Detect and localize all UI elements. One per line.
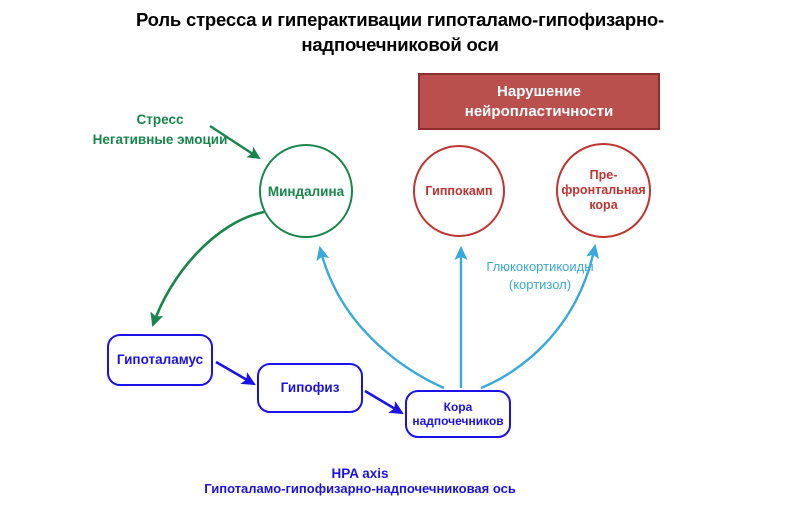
node-hippocampus: Гиппокамп [413, 145, 505, 237]
arrow-stress-to-amygdala [209, 124, 261, 160]
page-title-line-2: надпочечниковой оси [301, 33, 499, 55]
node-adrenal-line-1: Кора [443, 399, 473, 414]
node-amygdala: Миндалина [259, 144, 353, 238]
node-prefrontal-line-1: Пре- [589, 168, 618, 182]
arrow-hypothalamus-to-pituitary [215, 360, 256, 386]
label-stress: Стресс Негативные эмоции [62, 110, 258, 149]
label-glucocorticoids-line-1: Глюкокортикоиды [486, 259, 594, 274]
node-hippocampus-label: Гиппокамп [425, 183, 493, 198]
label-stress-line-2: Негативные эмоции [92, 131, 228, 147]
label-glucocorticoids: Глюкокортикоиды (кортизол) [460, 258, 620, 293]
caption-subtitle: Гипоталамо-гипофизарно-надпочечниковая о… [204, 481, 516, 496]
caption-hpa-axis: HPA axis Гипоталамо-гипофизарно-надпочеч… [60, 466, 660, 496]
page-title: Роль стресса и гиперактивации гипоталамо… [80, 8, 720, 58]
label-glucocorticoids-line-2: (кортизол) [508, 276, 572, 292]
arrow-pituitary-to-adrenal [364, 389, 404, 415]
page-title-line-1: Роль стресса и гиперактивации гипоталамо… [136, 9, 664, 30]
arrow-amygdala-to-hypothalamus [150, 210, 265, 327]
node-prefrontal-line-2: фронтальная [561, 183, 646, 197]
node-adrenal-line-2: надпочечников [412, 414, 504, 428]
alert-box-line-1: Нарушение [497, 83, 581, 100]
arrow-adrenal-to-amygdala [316, 245, 445, 390]
alert-box-line-2: нейропластичности [464, 102, 614, 120]
node-prefrontal-line-3: кора [589, 198, 618, 212]
node-hypothalamus-label: Гипоталамус [116, 351, 204, 367]
node-pituitary-label: Гипофиз [280, 379, 340, 395]
alert-box-neuroplasticity: Нарушение нейропластичности [418, 73, 660, 130]
label-stress-line-1: Стресс [136, 112, 184, 127]
node-prefrontal-cortex: Пре- фронтальная кора [556, 143, 651, 238]
arrow-adrenal-to-prefrontal [480, 243, 600, 390]
node-pituitary: Гипофиз [257, 363, 363, 413]
node-amygdala-label: Миндалина [267, 183, 345, 199]
node-hypothalamus: Гипоталамус [107, 334, 213, 386]
caption-title: HPA axis [331, 466, 389, 481]
node-adrenal-cortex: Кора надпочечников [405, 390, 511, 438]
